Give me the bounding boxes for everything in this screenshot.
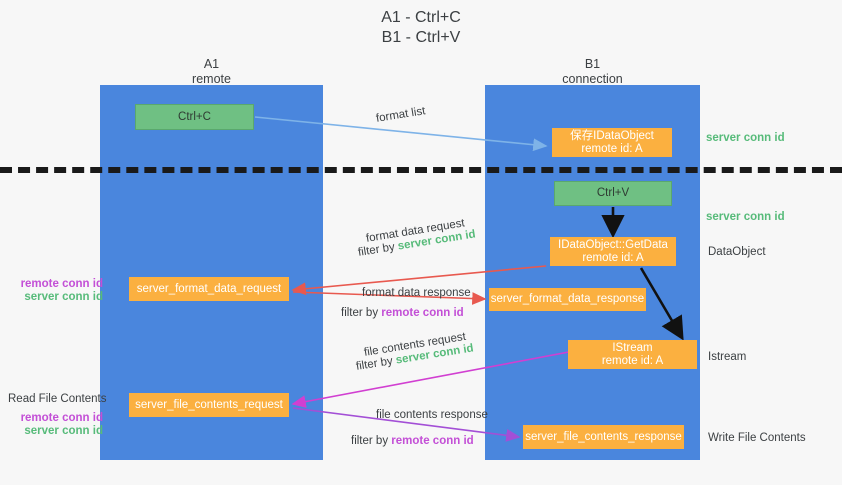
lane-b1-name: B1 [584, 57, 601, 71]
annotation-server-conn-id-top: server conn id [706, 132, 785, 144]
box-istream-line1: IStream [612, 341, 653, 354]
page-title: A1 - Ctrl+C B1 - Ctrl+V [0, 8, 842, 48]
box-istream[interactable]: IStream remote id: A [568, 340, 697, 369]
lane-a1-role: remote [192, 72, 231, 86]
box-server-format-data-response-label: server_format_data_response [490, 293, 645, 305]
annotation-conn-ids-lower: remote conn id server conn id [8, 412, 103, 438]
box-ctrl-v[interactable]: Ctrl+V [554, 181, 672, 206]
edge-label-file-contents-response: file contents response [376, 409, 488, 421]
filter-prefix: filter by [341, 307, 382, 319]
edge-label-file-contents-response-filter: filter by remote conn id [351, 434, 474, 448]
filter-prefix: filter by [351, 435, 392, 447]
annotation-remote-conn-id-upper: remote conn id [20, 278, 103, 290]
annotation-dataobject: DataObject [708, 246, 766, 258]
annotation-conn-ids-upper: remote conn id server conn id [8, 278, 103, 304]
box-getdata-line1: IDataObject::GetData [558, 238, 668, 251]
edge-label-format-data-response-filter: filter by remote conn id [341, 306, 464, 320]
filter-prefix: filter by [355, 354, 397, 373]
box-server-file-contents-request[interactable]: server_file_contents_request [129, 393, 289, 417]
box-save-idataobject[interactable]: 保存IDataObject remote id: A [552, 128, 672, 157]
title-line-2: B1 - Ctrl+V [381, 29, 461, 46]
box-server-format-data-response[interactable]: server_format_data_response [489, 288, 646, 311]
lane-b1-role: connection [562, 72, 623, 86]
box-istream-line2: remote id: A [601, 354, 664, 367]
box-server-format-data-request[interactable]: server_format_data_request [129, 277, 289, 301]
box-ctrl-c[interactable]: Ctrl+C [135, 104, 254, 130]
box-save-idataobject-line1: 保存IDataObject [570, 129, 654, 142]
box-ctrl-c-label: Ctrl+C [178, 110, 211, 123]
annotation-read-file-contents: Read File Contents [8, 393, 107, 405]
clipboard-boundary-divider [0, 167, 842, 173]
box-save-idataobject-line2: remote id: A [581, 142, 643, 155]
lane-header-a1: A1 remote [100, 57, 323, 87]
annotation-server-conn-id-paste: server conn id [706, 211, 785, 223]
box-server-file-contents-response-label: server_file_contents_response [525, 430, 682, 443]
lane-a1-name: A1 [203, 57, 220, 71]
title-line-1: A1 - Ctrl+C [381, 9, 461, 26]
annotation-istream: Istream [708, 351, 747, 363]
filter-value-remote-conn-id: remote conn id [391, 435, 474, 447]
box-getdata-line2: remote id: A [582, 251, 644, 264]
lane-header-b1: B1 connection [485, 57, 700, 87]
box-server-format-data-request-label: server_format_data_request [136, 282, 282, 295]
box-server-file-contents-request-label: server_file_contents_request [135, 398, 283, 411]
annotation-remote-conn-id-lower: remote conn id [20, 412, 103, 424]
box-server-file-contents-response[interactable]: server_file_contents_response [523, 425, 684, 449]
edge-label-format-list: format list [375, 105, 427, 125]
annotation-server-conn-id-lower: server conn id [24, 425, 103, 437]
annotation-write-file-contents: Write File Contents [708, 432, 806, 444]
filter-value-remote-conn-id: remote conn id [381, 307, 464, 319]
annotation-server-conn-id-upper: server conn id [24, 291, 103, 303]
box-ctrl-v-label: Ctrl+V [596, 187, 630, 199]
box-idataobject-getdata[interactable]: IDataObject::GetData remote id: A [550, 237, 676, 266]
filter-prefix: filter by [357, 240, 399, 259]
edge-label-format-data-response: format data response [362, 287, 471, 299]
